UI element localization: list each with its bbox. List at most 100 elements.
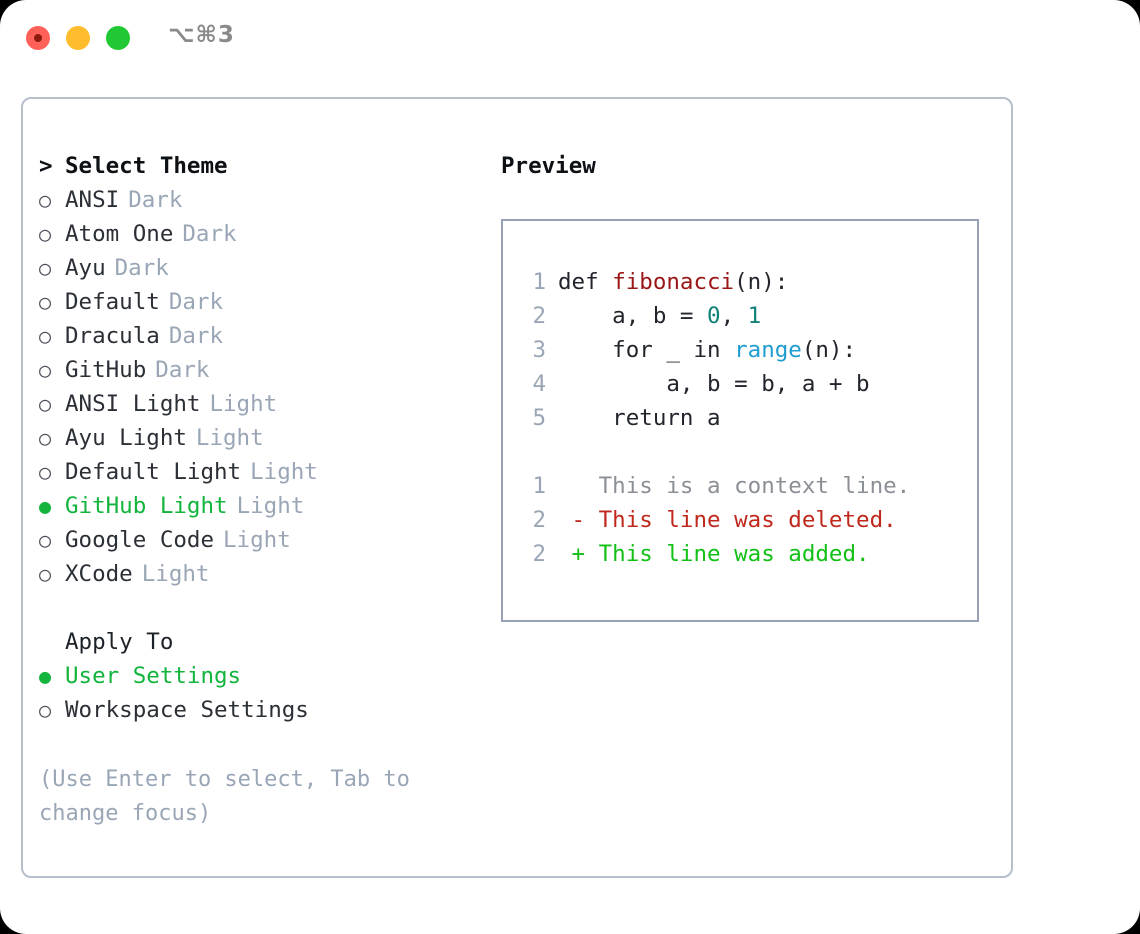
maximize-window-button[interactable] xyxy=(106,26,130,50)
title-bar: ⌥⌘3 xyxy=(0,0,1140,76)
apply-to-list: ● User Settings ○ Workspace Settings xyxy=(39,659,479,727)
caret-icon: > xyxy=(39,153,53,179)
theme-list-item[interactable]: ● GitHub Light Light xyxy=(39,489,479,523)
minimize-window-button[interactable] xyxy=(66,26,90,50)
code-token-call: range xyxy=(734,337,802,363)
theme-variant-tag: Light xyxy=(236,493,305,519)
line-number: 1 xyxy=(532,269,546,295)
code-token-plain: return a xyxy=(558,405,721,431)
theme-list-item[interactable]: ○ ANSI Light Light xyxy=(39,387,479,421)
keyboard-shortcut-label: ⌥⌘3 xyxy=(168,22,235,48)
diff-text: This line was added. xyxy=(585,541,870,567)
radio-unselected-icon: ○ xyxy=(39,290,52,314)
code-token-plain: for _ in xyxy=(558,337,735,363)
close-icon xyxy=(34,34,42,42)
radio-unselected-icon: ○ xyxy=(39,188,52,212)
theme-name: Atom One xyxy=(65,221,174,247)
radio-unselected-icon: ○ xyxy=(39,222,52,246)
line-number: 1 xyxy=(532,473,546,499)
line-number: 4 xyxy=(532,371,546,397)
code-token-kw: def xyxy=(558,269,613,295)
theme-list-item[interactable]: ○ Default Dark xyxy=(39,285,479,319)
radio-unselected-icon: ○ xyxy=(39,392,52,416)
apply-to-option[interactable]: ● User Settings xyxy=(39,659,479,693)
radio-unselected-icon: ○ xyxy=(39,562,52,586)
keyboard-hint: (Use Enter to select, Tab to change focu… xyxy=(39,767,410,826)
theme-variant-tag: Dark xyxy=(128,187,183,213)
code-line: 4 a, b = b, a + b xyxy=(520,367,910,401)
theme-variant-tag: Light xyxy=(195,425,264,451)
theme-variant-tag: Dark xyxy=(168,289,224,315)
code-token-plain: a, b = xyxy=(558,303,708,329)
radio-unselected-icon: ○ xyxy=(39,358,52,382)
theme-name: GitHub Light xyxy=(65,493,228,519)
line-number: 2 xyxy=(532,541,546,567)
theme-name: Ayu xyxy=(65,255,106,281)
theme-variant-tag: Light xyxy=(141,561,210,587)
code-token-plain: (n): xyxy=(801,337,857,363)
diff-marker: - xyxy=(558,507,586,533)
code-token-num: 1 xyxy=(747,303,762,329)
apply-to-label: User Settings xyxy=(65,663,242,689)
diff-marker xyxy=(558,473,585,499)
select-theme-header: > Select Theme xyxy=(39,149,479,183)
diff-line: 2 + This line was added. xyxy=(520,537,910,571)
theme-name: GitHub xyxy=(65,357,147,383)
code-diff-separator xyxy=(520,435,910,469)
diff-marker: + xyxy=(558,541,586,567)
theme-name: XCode xyxy=(65,561,133,587)
diff-line: 2 - This line was deleted. xyxy=(520,503,910,537)
code-token-plain: a, b = b, a + b xyxy=(558,371,870,397)
line-number: 5 xyxy=(532,405,546,431)
theme-list-item[interactable]: ○ Ayu Dark xyxy=(39,251,479,285)
theme-list-item[interactable]: ○ Default Light Light xyxy=(39,455,479,489)
diff-text: This line was deleted. xyxy=(585,507,897,533)
code-line: 1 def fibonacci(n): xyxy=(520,265,910,299)
radio-unselected-icon: ○ xyxy=(39,256,52,280)
theme-variant-tag: Dark xyxy=(114,255,169,281)
theme-list-item[interactable]: ○ Google Code Light xyxy=(39,523,479,557)
theme-name: Google Code xyxy=(65,527,215,553)
apply-to-label: Workspace Settings xyxy=(65,697,309,723)
theme-name: Default Light xyxy=(65,459,242,485)
theme-list-item[interactable]: ○ XCode Light xyxy=(39,557,479,591)
theme-name: ANSI Light xyxy=(65,391,201,417)
theme-variant-tag: Dark xyxy=(168,323,224,349)
radio-unselected-icon: ○ xyxy=(39,698,52,722)
theme-name: Dracula xyxy=(65,323,160,349)
code-token-fn: fibonacci xyxy=(612,269,735,295)
preview-title: Preview xyxy=(501,153,596,179)
radio-unselected-icon: ○ xyxy=(39,528,52,552)
select-theme-title: Select Theme xyxy=(65,153,228,179)
radio-unselected-icon: ○ xyxy=(39,426,52,450)
line-number: 3 xyxy=(532,337,546,363)
theme-variant-tag: Light xyxy=(250,459,318,485)
radio-selected-icon: ● xyxy=(39,664,52,688)
theme-name: Default xyxy=(65,289,160,315)
radio-selected-icon: ● xyxy=(39,494,52,518)
apply-to-section: Apply To ● User Settings ○ Workspace Settin… xyxy=(39,625,479,727)
theme-name: Ayu Light xyxy=(65,425,187,451)
diff-line: 1 This is a context line. xyxy=(520,469,910,503)
code-line: 3 for _ in range(n): xyxy=(520,333,910,367)
apply-to-option[interactable]: ○ Workspace Settings xyxy=(39,693,479,727)
theme-list-item[interactable]: ○ Ayu Light Light xyxy=(39,421,479,455)
code-token-plain: (n): xyxy=(734,269,789,295)
line-number: 2 xyxy=(532,303,546,329)
theme-variant-tag: Light xyxy=(223,527,291,553)
line-number: 2 xyxy=(532,507,546,533)
radio-unselected-icon: ○ xyxy=(39,460,52,484)
code-line: 2 a, b = 0, 1 xyxy=(520,299,910,333)
apply-to-title: Apply To xyxy=(65,629,174,655)
theme-variant-tag: Light xyxy=(209,391,278,417)
